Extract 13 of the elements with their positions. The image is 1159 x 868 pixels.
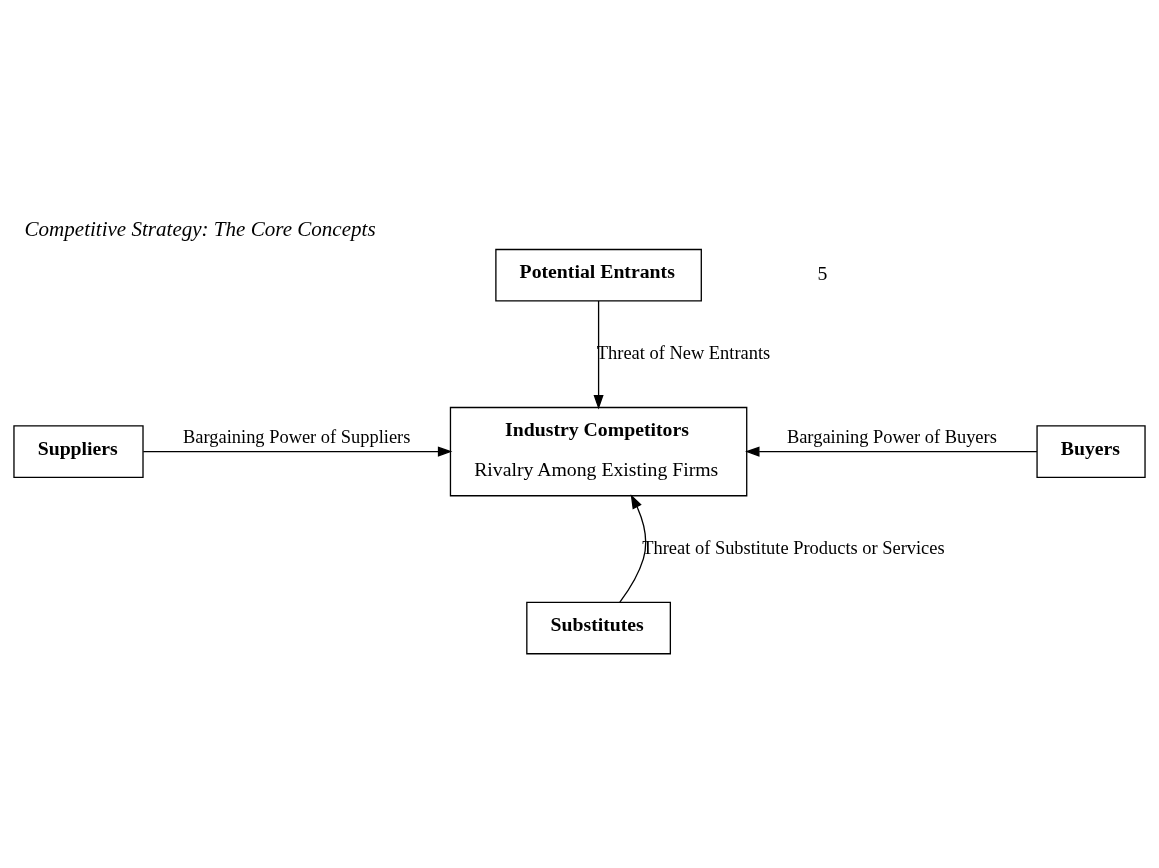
arrow bbox=[593, 299, 604, 409]
arrow bbox=[142, 446, 453, 457]
diagram-title: Competitive Strategy: The Core Concepts bbox=[24, 216, 376, 241]
node-box: Industry Competitors Rivalry Among Existing Firms bbox=[449, 406, 748, 496]
node-box: Substitutes bbox=[526, 601, 671, 654]
edge-label: Bargaining Power of Suppliers bbox=[183, 426, 411, 447]
label: 5 bbox=[817, 261, 828, 284]
arrow bbox=[619, 493, 647, 603]
edge-label: Bargaining Power of Buyers bbox=[786, 426, 997, 447]
node-box: Suppliers bbox=[13, 424, 144, 478]
node-box: Buyers bbox=[1036, 424, 1146, 478]
arrow bbox=[745, 446, 1038, 457]
node-box: Potential Entrants bbox=[495, 248, 702, 301]
